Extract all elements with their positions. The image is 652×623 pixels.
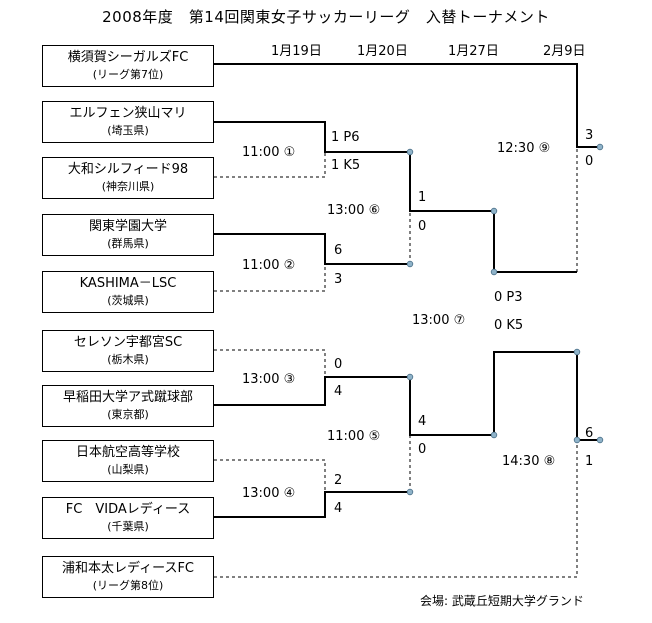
match-5-score-top: 4	[418, 414, 427, 429]
match-5-time: 11:00 ⑤	[327, 429, 381, 444]
match-3-score-top: 0	[334, 357, 343, 372]
team-box-2: エルフェン狭山マリ (埼玉県)	[42, 101, 214, 143]
match-7-score-top: 0 P3	[494, 290, 523, 305]
team-box-8: 日本航空高等学校 (山梨県)	[42, 440, 214, 482]
team-box-4: 関東学園大学 (群馬県)	[42, 214, 214, 256]
team-name: セレソン宇都宮SC	[73, 335, 183, 350]
match-2-score-top: 6	[334, 243, 343, 258]
team-name: 早稲田大学ア式蹴球部	[62, 390, 193, 405]
match-3-score-bottom: 4	[334, 384, 343, 399]
team-box-10: 浦和本太レディースFC (リーグ第8位)	[42, 556, 214, 598]
venue-label: 会場: 武蔵丘短期大学グランド	[420, 594, 584, 608]
match-9-score-top: 3	[585, 128, 594, 143]
match-8-score-top: 6	[585, 426, 594, 441]
match-6-score-bottom: 0	[418, 219, 427, 234]
date-round-1: 1月19日	[271, 44, 322, 59]
match-6-time: 13:00 ⑥	[327, 203, 381, 218]
match-4-score-top: 2	[334, 473, 343, 488]
team-box-3: 大和シルフィード98 (神奈川県)	[42, 157, 214, 199]
team-name: 日本航空高等学校	[75, 445, 180, 460]
team-region: (埼玉県)	[107, 124, 149, 137]
match-3-time: 13:00 ③	[242, 372, 296, 387]
match-8-score-bottom: 1	[585, 454, 594, 469]
match-2-time: 11:00 ②	[242, 258, 296, 273]
team-region: (群馬県)	[107, 237, 149, 250]
team-region: (東京都)	[107, 408, 149, 421]
team-box-6: セレソン宇都宮SC (栃木県)	[42, 330, 214, 372]
match-4-score-bottom: 4	[334, 501, 343, 516]
date-round-4: 2月9日	[543, 44, 586, 59]
match-9-score-bottom: 0	[585, 154, 594, 169]
date-round-2: 1月20日	[357, 44, 408, 59]
team-box-9: FC VIDAレディース (千葉県)	[42, 497, 214, 539]
team-name: 横須賀シーガルズFC	[67, 50, 189, 65]
team-name: 浦和本太レディースFC	[62, 561, 194, 576]
date-round-3: 1月27日	[448, 44, 499, 59]
team-region: (神奈川県)	[101, 180, 155, 193]
match-7-score-bottom: 0 K5	[494, 318, 524, 333]
match-6-score-top: 1	[418, 190, 427, 205]
match-7-time: 13:00 ⑦	[412, 313, 466, 328]
match-1-score-top: 1 P6	[331, 130, 360, 145]
match-9-time: 12:30 ⑨	[497, 141, 551, 156]
team-box-1: 横須賀シーガルズFC (リーグ第7位)	[42, 45, 214, 87]
match-2-score-bottom: 3	[334, 272, 343, 287]
match-8-time: 14:30 ⑧	[502, 454, 556, 469]
team-region: (山梨県)	[107, 463, 149, 476]
match-5-score-bottom: 0	[418, 442, 427, 457]
team-box-5: KASHIMA－LSC (茨城県)	[42, 271, 214, 313]
match-4-time: 13:00 ④	[242, 486, 296, 501]
team-name: 関東学園大学	[88, 219, 167, 234]
team-region: (リーグ第7位)	[92, 68, 164, 81]
team-name: FC VIDAレディース	[65, 502, 191, 517]
page-title: 2008年度 第14回関東女子サッカーリーグ 入替トーナメント	[102, 8, 550, 26]
team-region: (茨城県)	[107, 294, 149, 307]
team-region: (栃木県)	[107, 353, 149, 366]
team-name: エルフェン狭山マリ	[69, 106, 187, 121]
match-1-score-bottom: 1 K5	[331, 158, 361, 173]
team-region: (リーグ第8位)	[92, 579, 164, 592]
match-1-time: 11:00 ①	[242, 145, 296, 160]
team-name: 大和シルフィード98	[67, 162, 189, 177]
team-name: KASHIMA－LSC	[79, 276, 177, 291]
team-box-7: 早稲田大学ア式蹴球部 (東京都)	[42, 385, 214, 427]
team-region: (千葉県)	[107, 520, 149, 533]
